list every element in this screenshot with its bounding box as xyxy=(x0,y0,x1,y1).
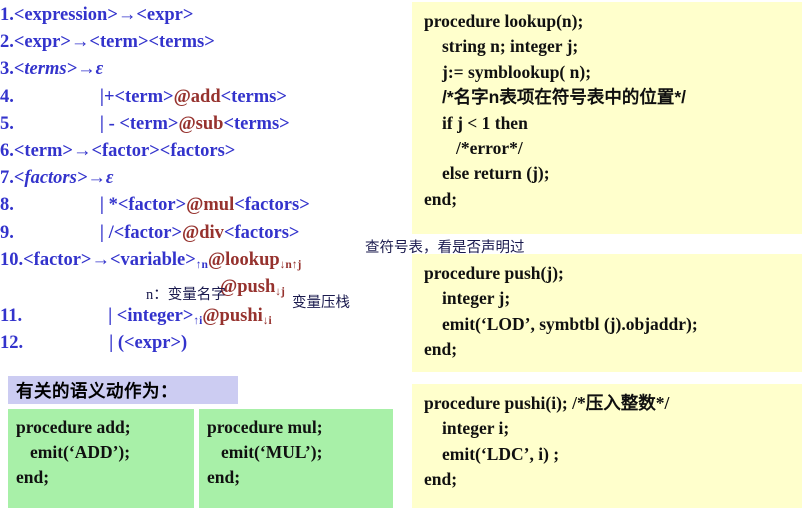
code-line: j:= symblookup( n); xyxy=(442,61,592,82)
code-box-add: procedure add; emit(‘ADD’); end; xyxy=(8,409,194,508)
code-line: emit(‘MUL’); xyxy=(221,442,323,462)
code-comment-end: */ xyxy=(655,393,670,413)
code-line: emit(‘ADD’); xyxy=(30,442,131,462)
grammar-rule-9: 9. | /<factor>@div<factors> xyxy=(0,220,415,247)
semantic-actions-heading: 有关的语义动作为： xyxy=(8,376,238,404)
grammar-rule-5: 5. | - <term>@sub<terms> xyxy=(0,111,415,138)
rule-number: 5. xyxy=(0,113,14,134)
rule-body: <factor>→<variable> xyxy=(23,249,196,270)
rule-number: 4. xyxy=(0,86,14,107)
code-line: string n; integer j; xyxy=(442,36,579,57)
code-comment: /*名字n表项在符号表中的位置*/ xyxy=(442,87,687,108)
attr-flow: ↓n↑j xyxy=(279,258,302,271)
rule-body: <terms>→ε xyxy=(13,59,104,80)
grammar-rule-2: 2.<expr>→<term><terms> xyxy=(0,29,415,56)
rule-body: <expression>→<expr> xyxy=(13,5,194,25)
code-line: end; xyxy=(424,469,458,490)
semantic-action: @div xyxy=(182,222,224,243)
grammar-rule-list: 1.<expression>→<expr> 2.<expr>→<term><te… xyxy=(0,2,415,357)
grammar-rule-1: 1.<expression>→<expr> xyxy=(0,2,415,29)
rule-tail: <terms> xyxy=(223,113,290,134)
code-box-push: procedure push(j); integer j; emit(‘LOD’… xyxy=(412,254,802,372)
rule-number: 11. xyxy=(0,305,23,326)
grammar-rule-3: 3.<terms>→ε xyxy=(0,56,415,83)
code-line: procedure push(j); xyxy=(424,263,564,283)
rule-number: 2. xyxy=(0,32,14,53)
code-line: emit(‘LDC’, i) ; xyxy=(442,443,560,464)
rule-body: | <integer> xyxy=(108,305,194,326)
rule-number: 8. xyxy=(0,195,14,216)
grammar-rule-8: 8. | *<factor>@mul<factors> xyxy=(0,192,415,219)
code-box-lookup: procedure lookup(n); string n; integer j… xyxy=(412,2,802,234)
annotation-variable-name: n：变量名字 xyxy=(146,287,226,303)
annotation-symbol-table: 查符号表，看是否声明过 xyxy=(365,240,525,256)
semantic-action: @lookup xyxy=(207,249,280,270)
rule-number: 12. xyxy=(0,333,24,354)
rule-tail: <terms> xyxy=(220,86,287,107)
code-box-pushi: procedure pushi(i); /*压入整数*/ integer i; … xyxy=(412,384,802,508)
code-line: else return (j); xyxy=(442,163,550,184)
rule-body: <term>→<factor><factors> xyxy=(13,140,236,161)
semantic-action: @add xyxy=(173,86,221,107)
code-line: end; xyxy=(207,467,241,487)
code-line: end; xyxy=(424,188,458,209)
code-line: procedure add; xyxy=(16,417,131,437)
rule-tail: <factors> xyxy=(234,195,310,216)
semantic-action: @push xyxy=(220,276,276,297)
rule-body: |+<term> xyxy=(99,86,174,107)
rule-number: 7. xyxy=(0,168,14,189)
code-line: procedure mul; xyxy=(207,417,323,437)
code-line: procedure pushi(i); /* xyxy=(424,393,586,413)
grammar-rule-4: 4. |+<term>@add<terms> xyxy=(0,84,415,111)
grammar-rule-12: 12. | (<expr>) xyxy=(0,330,415,357)
semantic-action: @mul xyxy=(186,195,235,216)
code-line: integer i; xyxy=(442,418,510,439)
rule-tail: <factors> xyxy=(223,222,300,243)
code-line: emit(‘LOD’, symbtbl (j).objaddr); xyxy=(442,313,698,334)
attr-flow: ↓i xyxy=(262,314,272,327)
grammar-rule-10-push: @push↓j xyxy=(0,274,415,303)
code-comment-cn: 压入整数 xyxy=(585,393,656,413)
rule-number: 9. xyxy=(0,222,14,243)
semantic-action: @pushi xyxy=(202,305,263,326)
inherited-attr: ↑i xyxy=(193,314,203,327)
semantic-action: @sub xyxy=(178,113,224,134)
grammar-rule-10: 10.<factor>→<variable>↑n@lookup↓n↑j xyxy=(0,247,415,274)
code-line: end; xyxy=(16,467,50,487)
attr-flow: ↓j xyxy=(275,285,285,298)
code-line: if j < 1 then xyxy=(442,112,528,133)
code-comment: /*error*/ xyxy=(456,138,523,159)
code-line: integer j; xyxy=(442,288,511,309)
rule-body: | - <term> xyxy=(99,113,179,134)
rule-body: | /<factor> xyxy=(99,222,183,243)
rule-body: | (<expr>) xyxy=(109,333,188,354)
rule-body: <factors>→ε xyxy=(13,168,114,189)
rule-body: <expr>→<term><terms> xyxy=(13,32,215,53)
grammar-rule-11: 11. | <integer>↑i@pushi↓i xyxy=(0,303,415,330)
rule-number: 1. xyxy=(0,5,14,25)
code-line: end; xyxy=(424,339,458,360)
code-line: procedure lookup(n); xyxy=(424,11,584,31)
grammar-rule-6: 6.<term>→<factor><factors> xyxy=(0,138,415,165)
rule-body: | *<factor> xyxy=(99,195,187,216)
code-box-mul: procedure mul; emit(‘MUL’); end; xyxy=(199,409,393,508)
inherited-attr: ↑n xyxy=(195,258,208,271)
grammar-rule-7: 7.<factors>→ε xyxy=(0,165,415,192)
annotation-push-variable: 变量压栈 xyxy=(292,295,350,311)
rule-number: 6. xyxy=(0,140,14,161)
rule-number: 10. xyxy=(0,249,24,270)
rule-number: 3. xyxy=(0,59,14,80)
